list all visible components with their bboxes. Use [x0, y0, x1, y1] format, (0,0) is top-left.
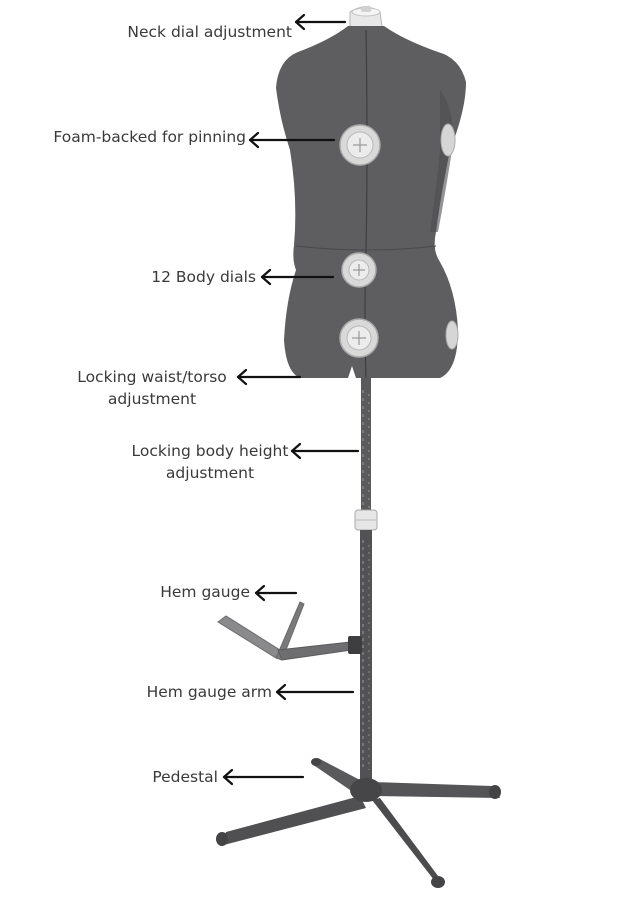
arrow-waist [236, 368, 302, 386]
body-dial-side-chest [440, 123, 456, 157]
label-height-line1: Locking body height [131, 442, 289, 460]
height-lock-collar [354, 509, 378, 531]
body-dial-waist [341, 252, 377, 288]
label-hem-gauge: Hem gauge [160, 583, 250, 601]
arrows [222, 13, 360, 786]
arrow-foam-backed [248, 131, 336, 149]
label-height-line2: adjustment [165, 464, 255, 482]
height-pole [361, 378, 371, 518]
label-body-height: Locking body height adjustment [110, 440, 310, 484]
neck-dial [349, 6, 383, 30]
body-dial-side-hip [445, 320, 459, 350]
arrow-body-dials [260, 268, 335, 286]
pedestal-base [216, 758, 501, 888]
body-dial-hip [339, 318, 379, 358]
label-waist-line2: adjustment [107, 390, 197, 408]
hem-gauge [217, 601, 362, 661]
label-hem-gauge-arm: Hem gauge arm [146, 683, 272, 701]
arrow-neck-dial [294, 13, 347, 31]
label-waist-torso: Locking waist/torso adjustment [56, 366, 248, 410]
arrow-hem-gauge [254, 584, 298, 602]
arrow-pedestal [222, 768, 305, 786]
lower-pole [360, 530, 372, 780]
arrow-hem-gauge-arm [275, 683, 355, 701]
label-body-dials: 12 Body dials [151, 268, 256, 286]
label-pedestal: Pedestal [152, 768, 218, 786]
label-neck-dial: Neck dial adjustment [127, 23, 292, 41]
arrow-height [290, 442, 360, 460]
label-waist-line1: Locking waist/torso [77, 368, 227, 386]
torso [276, 26, 466, 379]
label-foam-backed: Foam-backed for pinning [53, 128, 246, 146]
body-dial-chest [339, 124, 381, 166]
